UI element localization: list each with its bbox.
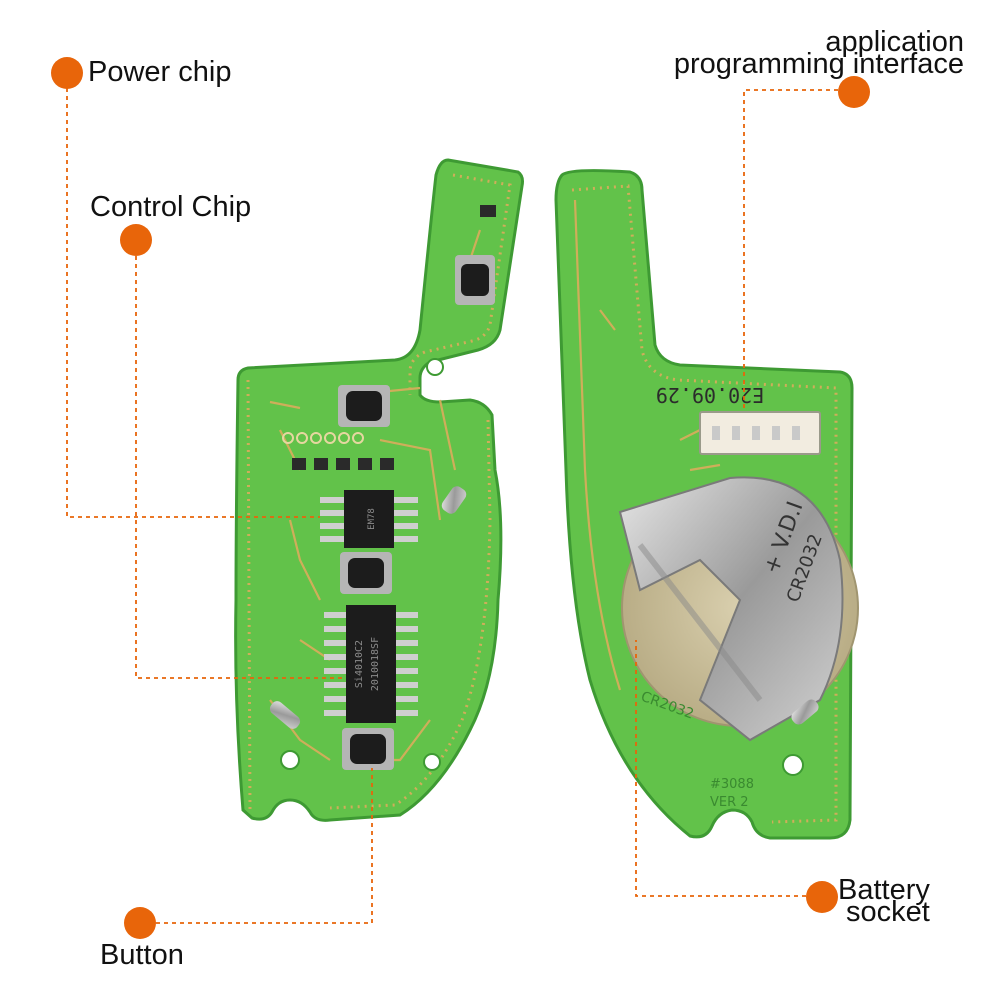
power-chip-marker <box>51 57 83 89</box>
battery-marker <box>806 881 838 913</box>
api-leader <box>743 89 854 412</box>
api-label-line2: programming interface <box>673 48 964 80</box>
left-pcb: EM78 Si4010C2 2010018SF <box>234 158 524 822</box>
control-chip-label: Control Chip <box>90 191 252 223</box>
api-label-line1: application <box>825 26 964 58</box>
pcb-number-2: VER 2 <box>710 795 749 810</box>
date-code: E20.09.29 <box>656 383 764 407</box>
left-button-top <box>455 255 495 305</box>
control-chip-leader <box>135 240 346 679</box>
battery-label-line2: socket <box>846 896 930 928</box>
power-chip-label: Power chip <box>88 56 232 88</box>
api-marker <box>838 76 870 108</box>
right-pcb: E20.09.29 + V.D.I CR2032 CR2032 #3088 VE… <box>554 169 859 840</box>
pcb-number-1: #3088 <box>710 777 754 792</box>
battery-socket: + V.D.I CR2032 CR2032 <box>618 476 859 742</box>
battery-leader <box>635 640 822 897</box>
control-chip-marker <box>120 224 152 256</box>
callout-lines <box>66 72 854 924</box>
control-chip-marking-2: 2010018SF <box>370 637 381 691</box>
left-button-bottom <box>342 728 394 770</box>
control-chip-marking-1: Si4010C2 <box>354 640 365 688</box>
control-chip: Si4010C2 2010018SF <box>324 605 418 723</box>
left-button-mid-upper <box>338 385 390 427</box>
programming-connector <box>699 411 821 455</box>
left-button-mid <box>340 552 392 594</box>
battery-label-line1: Battery <box>838 874 930 906</box>
power-chip-marking: EM78 <box>367 508 377 530</box>
button-label: Button <box>100 939 184 971</box>
button-leader <box>140 768 373 924</box>
button-marker <box>124 907 156 939</box>
power-chip: EM78 <box>320 490 418 548</box>
